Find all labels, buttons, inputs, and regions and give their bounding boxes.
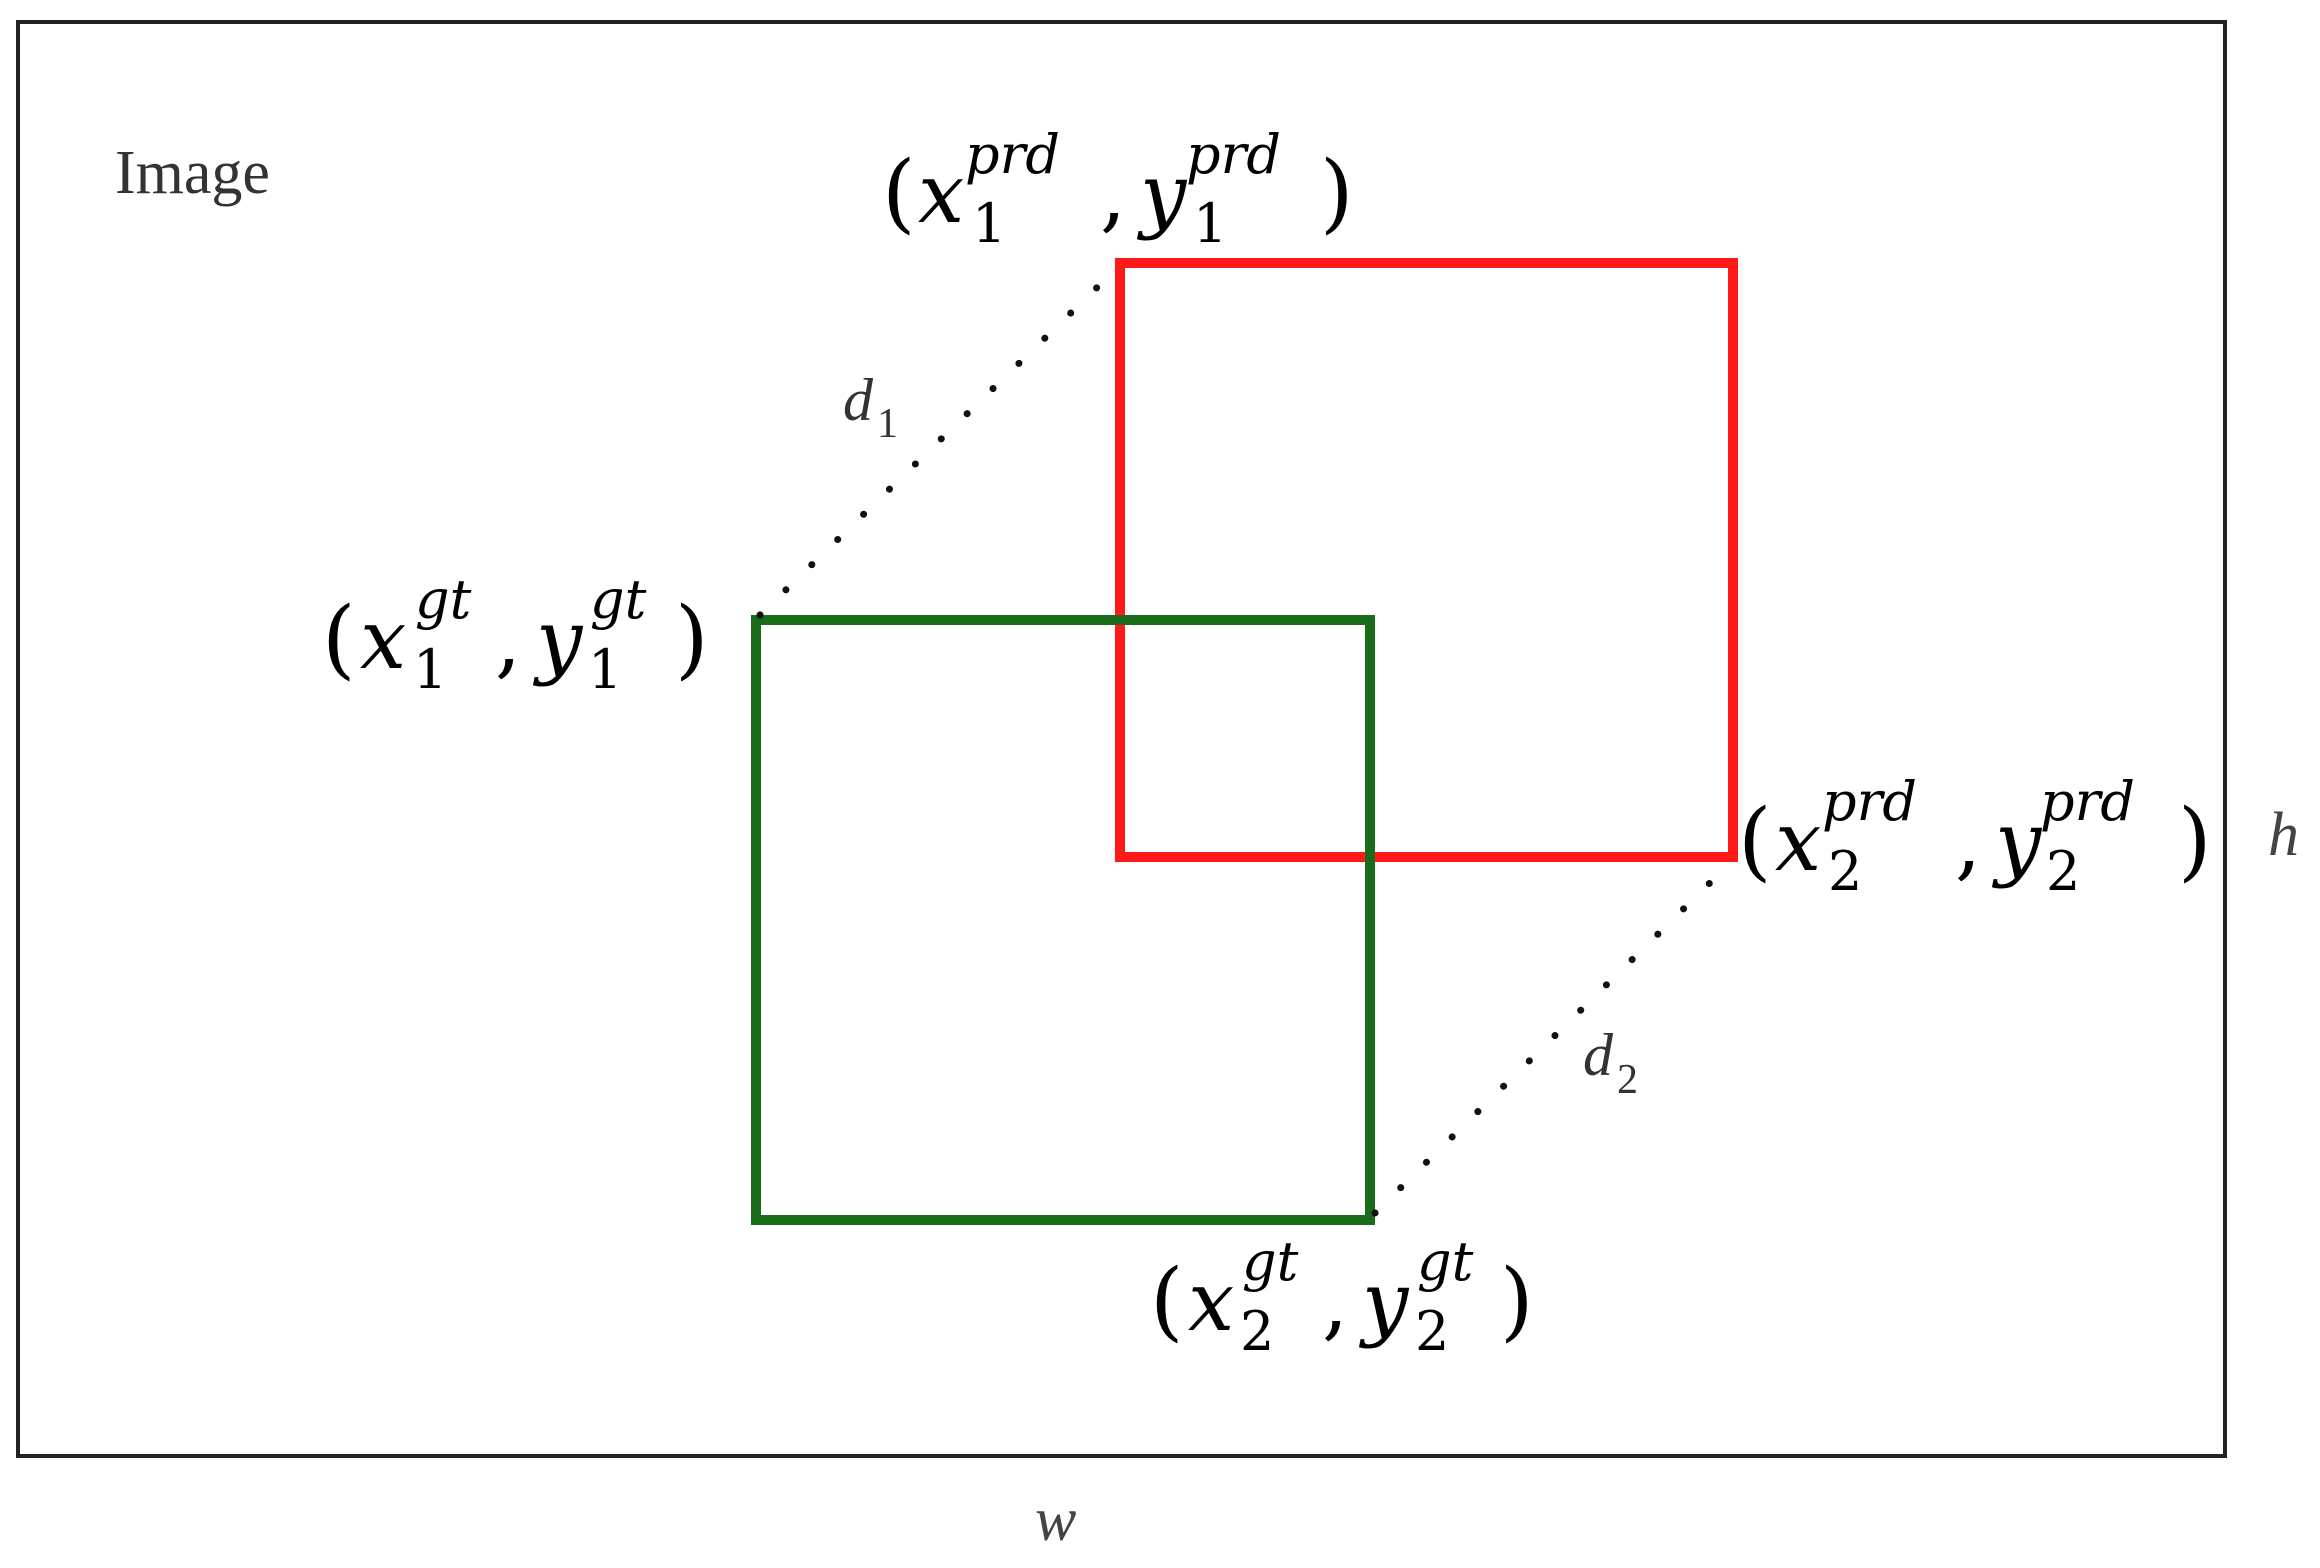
svg-text:): ) — [1320, 143, 1354, 243]
image-frame — [16, 20, 2227, 1458]
svg-text:(: ( — [322, 589, 356, 689]
svg-text:y: y — [532, 593, 584, 688]
label-gt-bottom-right: ( x gt 2 , y gt 2 ) — [1150, 1230, 1534, 1363]
svg-text:,: , — [1100, 147, 1126, 242]
label-pred-top-left: ( x prd 1 , y prd 1 ) — [882, 123, 1354, 255]
svg-text:gt: gt — [1242, 1230, 1299, 1293]
svg-text:x: x — [1188, 1255, 1234, 1350]
width-label: w — [1035, 1486, 1076, 1554]
svg-text:gt: gt — [1417, 1230, 1474, 1293]
svg-text:): ) — [1500, 1251, 1534, 1351]
svg-text:1: 1 — [1193, 192, 1227, 255]
svg-text:2: 2 — [1240, 1300, 1274, 1363]
svg-text:y: y — [1991, 795, 2043, 890]
svg-text:x: x — [1775, 795, 1821, 890]
svg-text:1: 1 — [588, 638, 622, 701]
svg-text:x: x — [360, 593, 406, 688]
distance-label-d2: d 2 — [1583, 1022, 1638, 1103]
svg-text:y: y — [1136, 147, 1188, 242]
svg-text:,: , — [1955, 795, 1981, 890]
image-label: Image — [115, 139, 270, 207]
svg-text:gt: gt — [415, 568, 472, 631]
svg-text:prd: prd — [1186, 123, 1281, 186]
svg-text:,: , — [495, 593, 521, 688]
svg-text:2: 2 — [1415, 1300, 1449, 1363]
svg-text:gt: gt — [590, 568, 647, 631]
svg-text:): ) — [2178, 791, 2212, 891]
svg-text:1: 1 — [413, 638, 447, 701]
svg-text:prd: prd — [965, 123, 1060, 186]
label-pred-bottom-right: ( x prd 2 , y prd 2 ) — [1738, 770, 2212, 903]
distance-line-d2 — [1371, 864, 1729, 1217]
distance-label-d1: d 1 — [843, 367, 898, 447]
svg-text:): ) — [675, 589, 709, 689]
svg-text:(: ( — [1738, 791, 1772, 891]
height-label: h — [2268, 801, 2299, 869]
svg-text:y: y — [1358, 1255, 1410, 1350]
distance-line-d1 — [756, 266, 1119, 619]
svg-text:prd: prd — [1822, 770, 1917, 833]
svg-text:(: ( — [1150, 1251, 1184, 1351]
svg-text:2: 2 — [1828, 840, 1862, 903]
svg-text:prd: prd — [2040, 770, 2135, 833]
svg-text:,: , — [1322, 1255, 1348, 1350]
svg-text:x: x — [918, 147, 964, 242]
label-gt-top-left: ( x gt 1 , y gt 1 ) — [322, 568, 709, 701]
predicted-box — [1115, 258, 1738, 862]
svg-text:1: 1 — [972, 192, 1006, 255]
svg-text:(: ( — [882, 143, 916, 243]
ground-truth-box — [751, 615, 1375, 1225]
svg-text:2: 2 — [2046, 840, 2080, 903]
